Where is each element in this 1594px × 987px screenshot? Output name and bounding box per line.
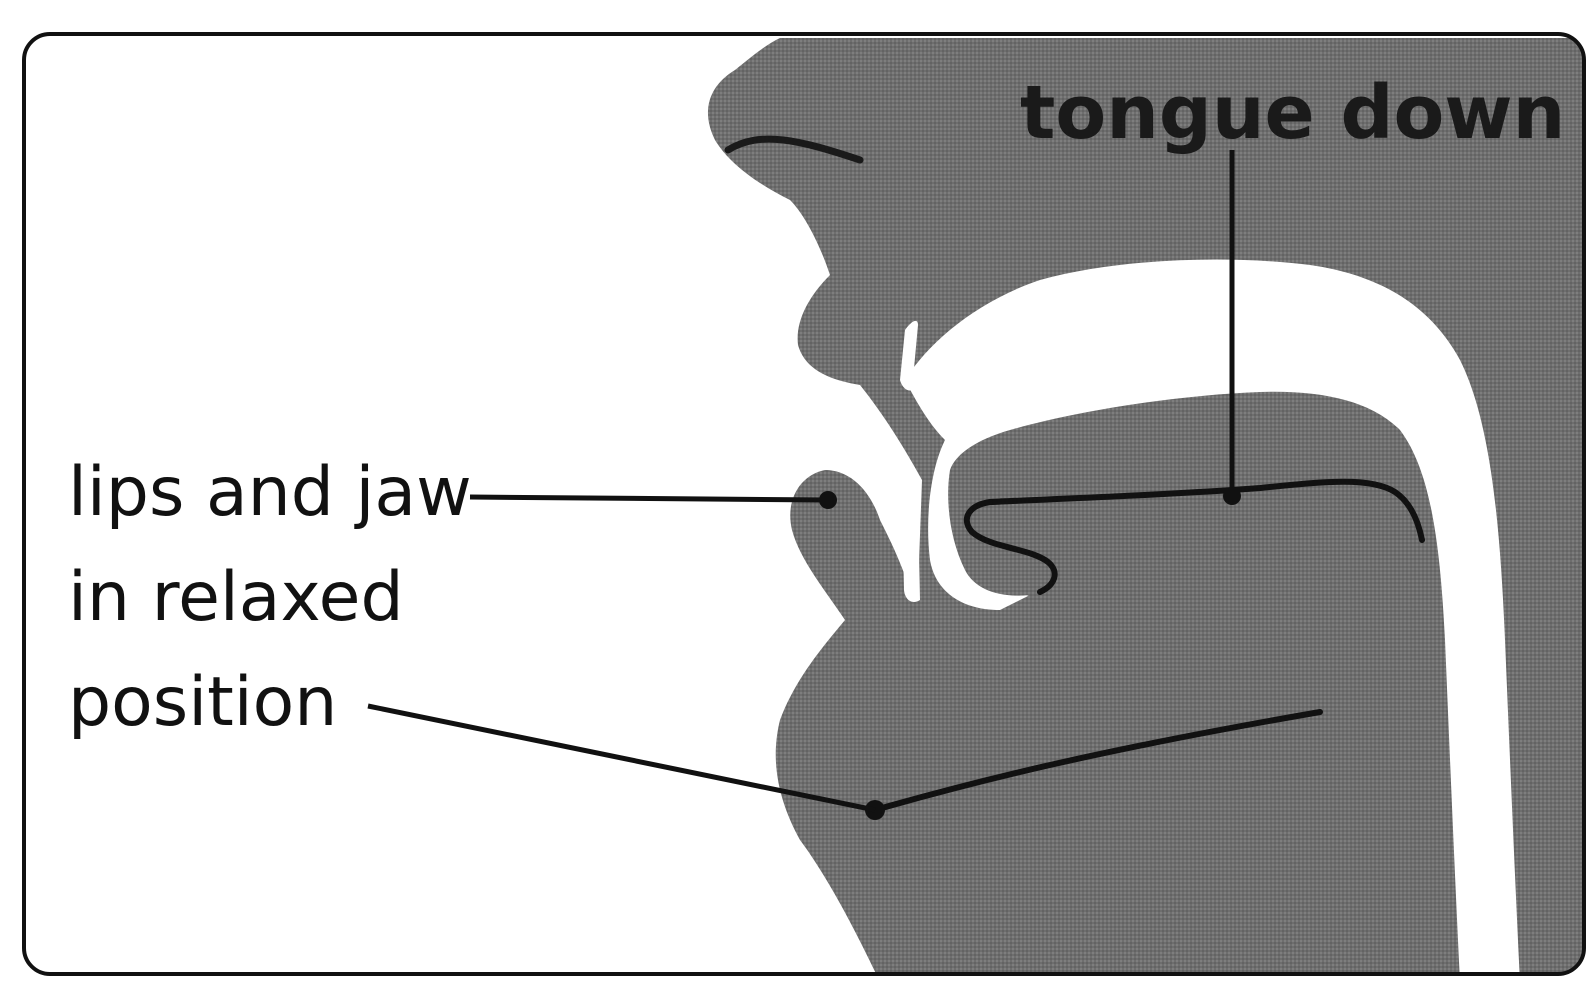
label-tongue-down: tongue down <box>1020 70 1565 156</box>
lips-leader-line <box>470 497 828 500</box>
label-in-relaxed: in relaxed <box>68 558 404 637</box>
lower-teeth-shape <box>902 497 920 602</box>
tongue-shape <box>960 414 1413 600</box>
lips-leader-dot <box>819 491 837 509</box>
label-position: position <box>68 663 337 742</box>
label-lips-and-jaw: lips and jaw <box>68 453 472 532</box>
tongue-leader-dot <box>1223 487 1241 505</box>
